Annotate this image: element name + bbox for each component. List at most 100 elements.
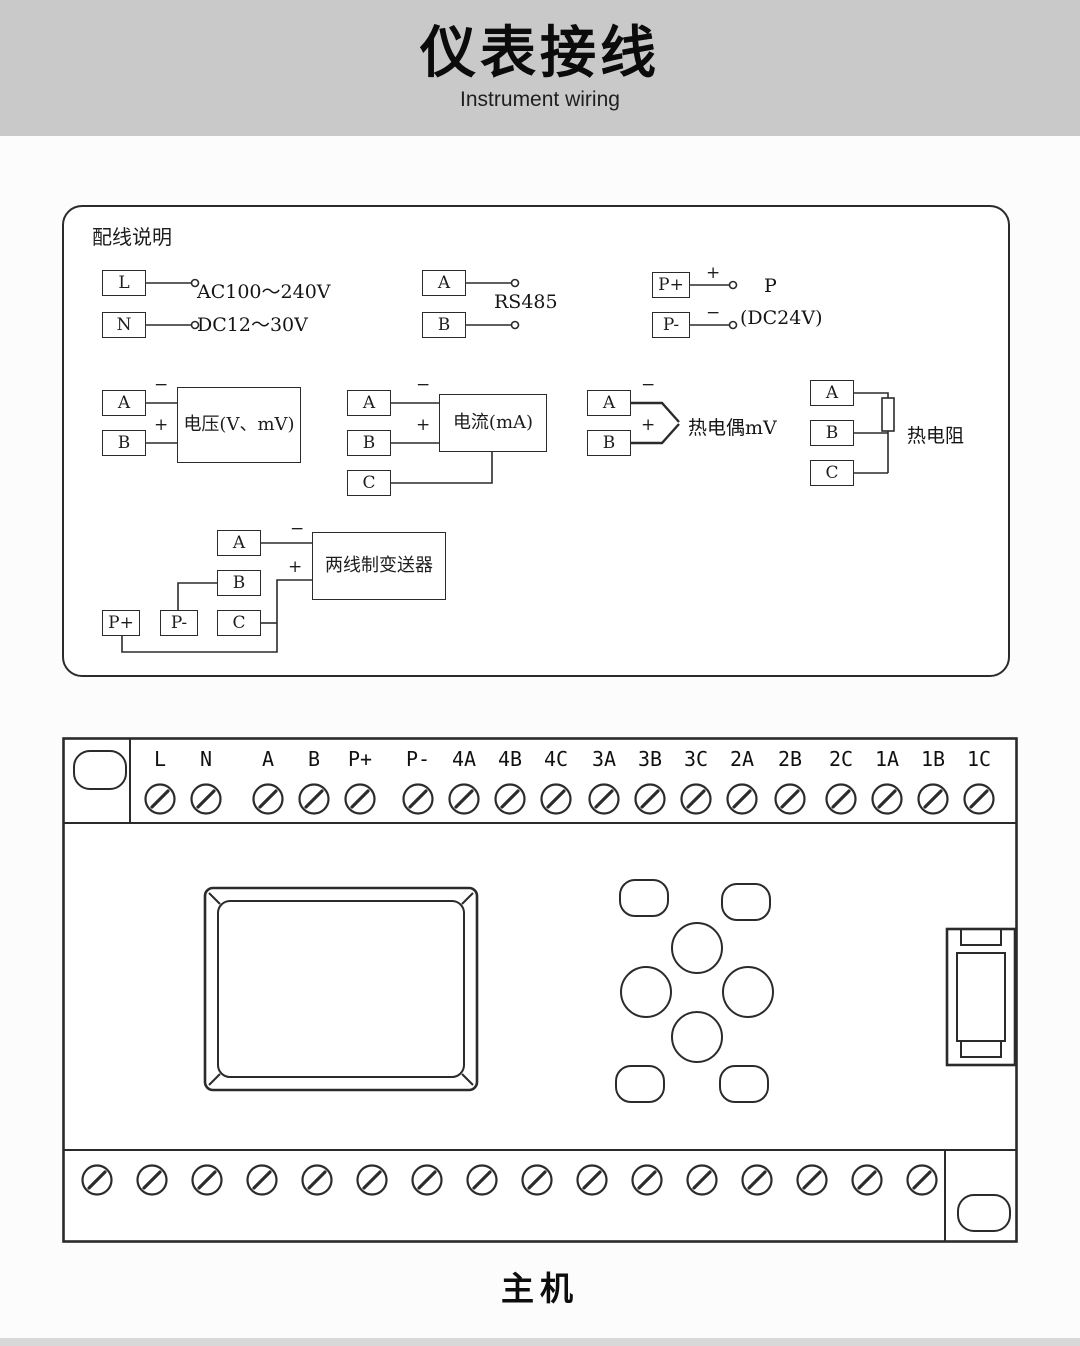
screw-icon — [588, 783, 620, 815]
function-button-bottom-left[interactable] — [615, 1065, 665, 1103]
screw-icon — [726, 783, 758, 815]
terminal-box-volt-a: A — [102, 390, 146, 416]
terminal-box-rtd-a: A — [810, 380, 854, 406]
header-banner: 仪表接线 Instrument wiring — [0, 0, 1080, 136]
up-button[interactable] — [671, 922, 723, 974]
screw-icon — [191, 1164, 223, 1196]
voltage-function-box: 电压(V、mV) — [177, 387, 301, 463]
terminal-box-rs485-a: A — [422, 270, 466, 296]
page-subtitle: Instrument wiring — [460, 88, 620, 111]
function-button-bottom-right[interactable] — [719, 1065, 769, 1103]
screw-icon — [631, 1164, 663, 1196]
screw-icon — [686, 1164, 718, 1196]
thermocouple-label: 热电偶mV — [688, 417, 777, 439]
tr-plus-sign: + — [288, 557, 303, 577]
screw-icon — [344, 783, 376, 815]
terminal-box-tr-a: A — [217, 530, 261, 556]
terminal-label-2A: 2A — [729, 747, 755, 771]
terminal-box-rs485-b: B — [422, 312, 466, 338]
cur-minus-sign: − — [416, 375, 431, 395]
terminal-box-cur-c: C — [347, 470, 391, 496]
power-wires — [146, 278, 200, 330]
terminal-label-4B: 4B — [497, 747, 523, 771]
screw-icon — [466, 1164, 498, 1196]
screw-icon — [81, 1164, 113, 1196]
terminal-label-2B: 2B — [777, 747, 803, 771]
terminal-label-4C: 4C — [543, 747, 569, 771]
screw-icon — [906, 1164, 938, 1196]
terminal-box-p-plus: P+ — [652, 272, 690, 298]
screw-icon — [301, 1164, 333, 1196]
down-button[interactable] — [671, 1011, 723, 1063]
terminal-label-3C: 3C — [683, 747, 709, 771]
power-rating-dc: DC12～30V — [197, 314, 308, 336]
screw-icon — [796, 1164, 828, 1196]
screw-icon — [136, 1164, 168, 1196]
terminal-box-tc-b: B — [587, 430, 631, 456]
volt-minus-sign: − — [154, 375, 169, 395]
terminal-box-tr-p-minus: P- — [160, 610, 198, 636]
right-button[interactable] — [722, 966, 774, 1018]
device-outline — [62, 737, 1018, 1243]
terminal-label-B: B — [307, 747, 321, 771]
screw-icon — [871, 783, 903, 815]
panel-title: 配线说明 — [92, 225, 172, 249]
screw-icon — [448, 783, 480, 815]
terminal-box-cur-a: A — [347, 390, 391, 416]
terminal-label-2C: 2C — [828, 747, 854, 771]
terminal-label-1B: 1B — [920, 747, 946, 771]
dc-minus-sign: − — [706, 303, 721, 323]
screw-icon — [741, 1164, 773, 1196]
terminal-label-L: L — [153, 747, 167, 771]
left-button[interactable] — [620, 966, 672, 1018]
tc-minus-sign: − — [641, 375, 656, 395]
screw-icon — [521, 1164, 553, 1196]
terminal-label-1C: 1C — [966, 747, 992, 771]
terminal-label-N: N — [199, 747, 213, 771]
screw-icon — [774, 783, 806, 815]
function-button-top-left[interactable] — [619, 879, 669, 917]
dc-plus-sign: + — [706, 263, 721, 283]
device-caption: 主机 — [501, 1269, 579, 1308]
screw-icon — [851, 1164, 883, 1196]
rtd-label: 热电阻 — [907, 425, 965, 447]
screw-icon — [402, 783, 434, 815]
mounting-hole-top-left — [73, 750, 127, 790]
terminal-label-3A: 3A — [591, 747, 617, 771]
transmitter-function-box: 两线制变送器 — [312, 532, 446, 600]
screw-icon — [825, 783, 857, 815]
terminal-box-p-minus: P- — [652, 312, 690, 338]
display-screen — [203, 886, 479, 1092]
top-terminal-screws — [144, 783, 995, 815]
screw-icon — [963, 783, 995, 815]
rtd-wires — [854, 392, 895, 474]
terminal-label-P-: P- — [405, 747, 431, 771]
terminal-box-tr-b: B — [217, 570, 261, 596]
volt-plus-sign: + — [154, 415, 169, 435]
mounting-hole-bottom-right — [957, 1194, 1011, 1232]
bottom-terminal-screws — [81, 1164, 938, 1196]
rs485-label: RS485 — [494, 291, 558, 313]
dc-label-p: P — [764, 275, 777, 297]
screw-icon — [576, 1164, 608, 1196]
terminal-label-4A: 4A — [451, 747, 477, 771]
function-button-top-right[interactable] — [721, 883, 771, 921]
terminal-box-tr-c: C — [217, 610, 261, 636]
keypad — [615, 879, 774, 1103]
bottom-page-edge — [0, 1338, 1080, 1346]
screw-icon — [356, 1164, 388, 1196]
screw-icon — [252, 783, 284, 815]
screw-icon — [411, 1164, 443, 1196]
current-function-box: 电流(mA) — [439, 394, 547, 452]
screw-icon — [917, 783, 949, 815]
terminal-box-tr-p-plus: P+ — [102, 610, 140, 636]
screw-icon — [680, 783, 712, 815]
screw-icon — [634, 783, 666, 815]
terminal-label-3B: 3B — [637, 747, 663, 771]
terminal-box-rtd-c: C — [810, 460, 854, 486]
terminal-label-P+: P+ — [347, 747, 373, 771]
screw-icon — [494, 783, 526, 815]
terminal-box-n: N — [102, 312, 146, 338]
